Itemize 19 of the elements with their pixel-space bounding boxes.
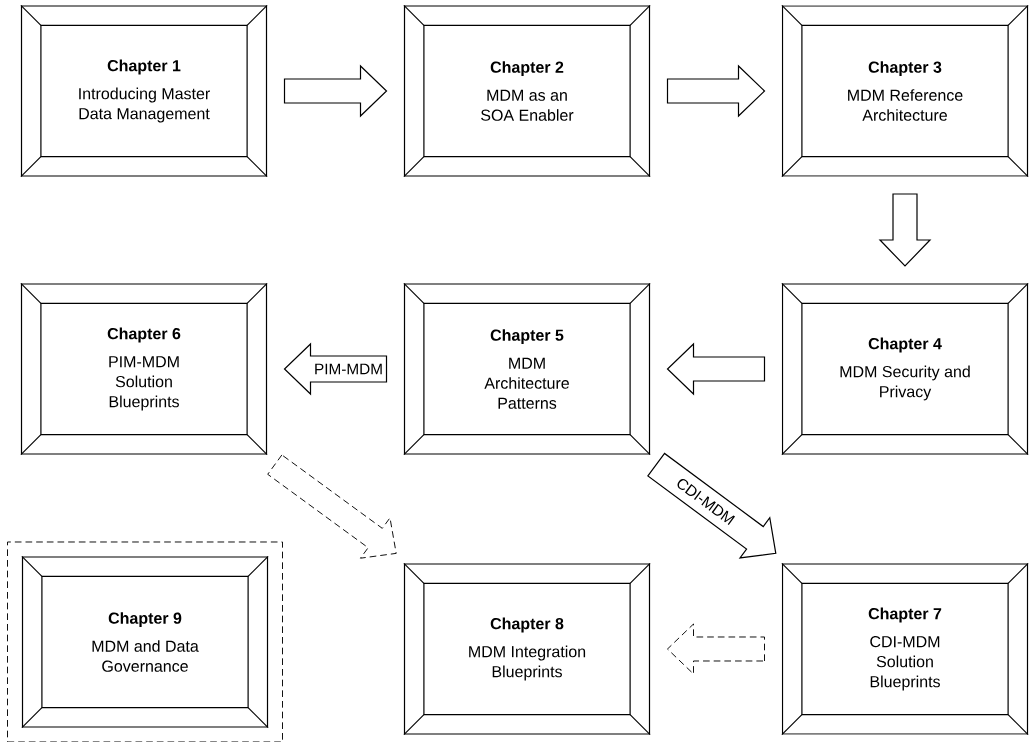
block-arrow — [878, 193, 932, 267]
chapter-frame: Chapter 9 MDM and Data Governance — [21, 555, 269, 729]
block-arrow — [666, 64, 766, 118]
chapter-frame: Chapter 4 MDM Security and Privacy — [781, 282, 1029, 456]
block-arrow — [667, 623, 765, 675]
chapter-frame: Chapter 3 MDM Reference Architecture — [781, 4, 1029, 178]
block-arrow — [647, 452, 777, 559]
chapter-frame: Chapter 2 MDM as an SOA Enabler — [403, 4, 651, 178]
block-arrow — [666, 342, 766, 396]
block-arrow — [283, 342, 388, 396]
chapter-frame: Chapter 7 CDI-MDM Solution Blueprints — [781, 562, 1029, 736]
chapter-frame: Chapter 6 PIM-MDM Solution Blueprints — [20, 282, 268, 456]
chapter-frame: Chapter 5 MDM Architecture Patterns — [403, 282, 651, 456]
chapter-frame: Chapter 8 MDM Integration Blueprints — [403, 562, 651, 736]
chapter-frame: Chapter 1 Introducing Master Data Management — [20, 4, 268, 178]
edge-label: PIM-MDM — [315, 363, 382, 375]
dashed-frame — [7, 541, 283, 742]
block-arrow — [267, 454, 397, 559]
block-arrow — [283, 64, 388, 118]
